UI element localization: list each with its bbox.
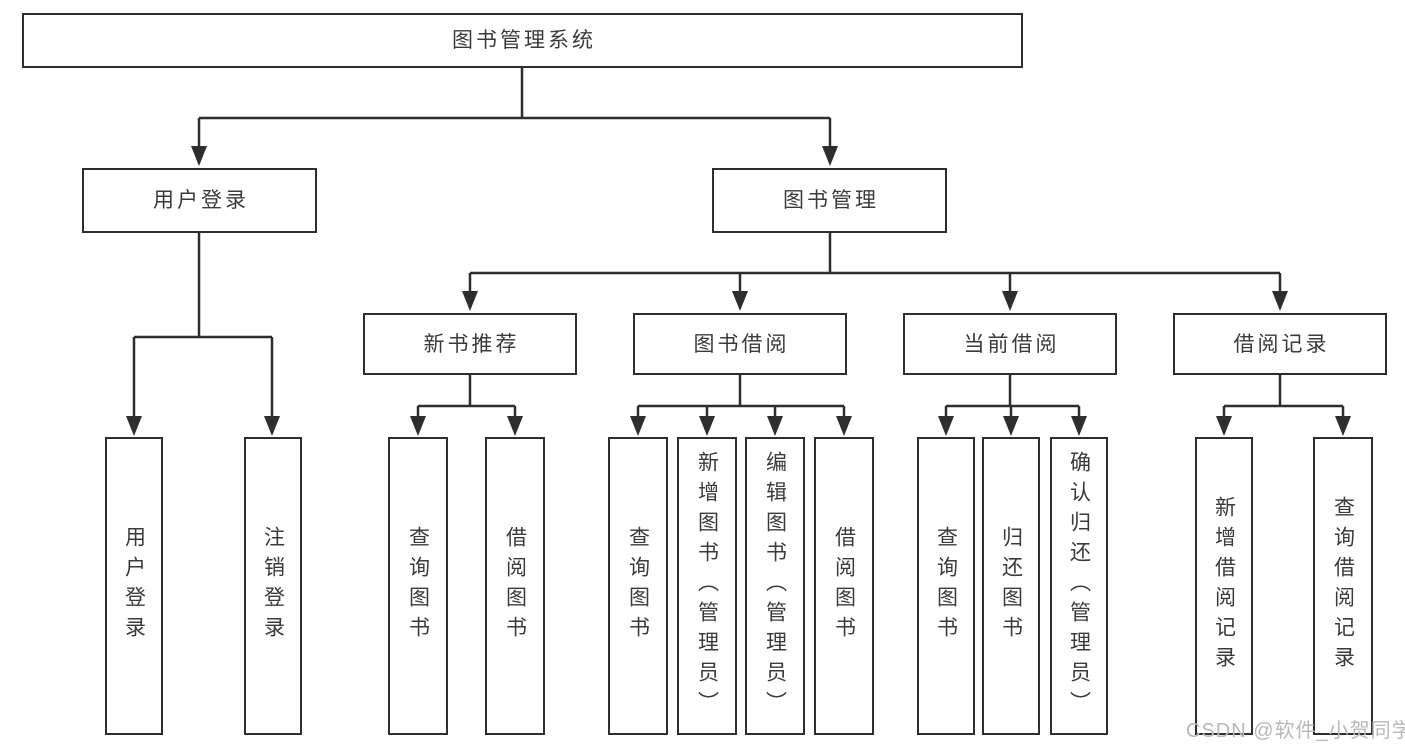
arrowhead [126,416,142,436]
node-label: 借阅记录 [1233,332,1330,356]
arrowhead [732,291,748,311]
node-label: 查询图书 [626,526,650,646]
arrowhead [1272,291,1288,311]
node-label: 查询图书 [934,526,958,646]
node-label: 图书借阅 [693,332,790,356]
arrowhead [1335,416,1351,436]
leaf-borrow-books-recommend: 借阅图书 [485,437,545,735]
node-label: 新书推荐 [423,332,520,356]
leaf-query-books-borrow: 查询图书 [608,437,668,735]
arrowhead [264,416,280,436]
node-current-borrow: 当前借阅 [903,313,1117,375]
node-label: 用户登录 [122,526,146,646]
leaf-add-book-admin: 新增图书（管理员） [677,437,737,735]
node-book-management: 图书管理 [712,168,947,233]
arrowhead [1002,291,1018,311]
node-label: 图书管理 [783,189,879,212]
leaf-query-books-current: 查询图书 [917,437,975,735]
node-borrow-records: 借阅记录 [1173,313,1387,375]
arrowhead [1071,416,1087,436]
arrowhead [507,416,523,436]
arrowhead [699,416,715,436]
node-label: 新增借阅记录 [1212,496,1236,676]
node-label: 借阅图书 [503,526,527,646]
leaf-logout: 注销登录 [244,437,302,735]
leaf-borrow-books: 借阅图书 [814,437,874,735]
arrowhead [1216,416,1232,436]
arrowhead [630,416,646,436]
csdn-watermark: CSDN @软件_小贺同学 [1186,720,1405,742]
arrowhead [410,416,426,436]
leaf-query-borrow-record: 查询借阅记录 [1313,437,1373,735]
node-label: 注销登录 [261,526,285,646]
arrowhead [938,416,954,436]
node-label: 当前借阅 [963,332,1060,356]
node-label: 借阅图书 [832,526,856,646]
arrowhead [767,416,783,436]
node-book-borrow: 图书借阅 [633,313,847,375]
leaf-query-books-recommend: 查询图书 [388,437,448,735]
node-label: 新增图书（管理员） [695,451,719,721]
arrowhead [191,146,207,166]
node-label: 用户登录 [153,189,249,212]
leaf-confirm-return-admin: 确认归还（管理员） [1050,437,1108,735]
node-label: 查询图书 [406,526,430,646]
leaf-user-login: 用户登录 [105,437,163,735]
arrowhead [462,291,478,311]
arrowhead [1003,416,1019,436]
node-user-login: 用户登录 [82,168,317,233]
leaf-edit-book-admin: 编辑图书（管理员） [745,437,805,735]
node-label: 确认归还（管理员） [1067,451,1091,721]
node-label: 编辑图书（管理员） [763,451,787,721]
leaf-return-books: 归还图书 [982,437,1040,735]
node-label: 查询借阅记录 [1331,496,1355,676]
leaf-add-borrow-record: 新增借阅记录 [1195,437,1253,735]
arrowhead [822,146,838,166]
node-label: 图书管理系统 [452,29,596,52]
node-label: 归还图书 [999,526,1023,646]
arrowhead [836,416,852,436]
node-library-system: 图书管理系统 [22,13,1023,68]
node-new-book-recommend: 新书推荐 [363,313,577,375]
